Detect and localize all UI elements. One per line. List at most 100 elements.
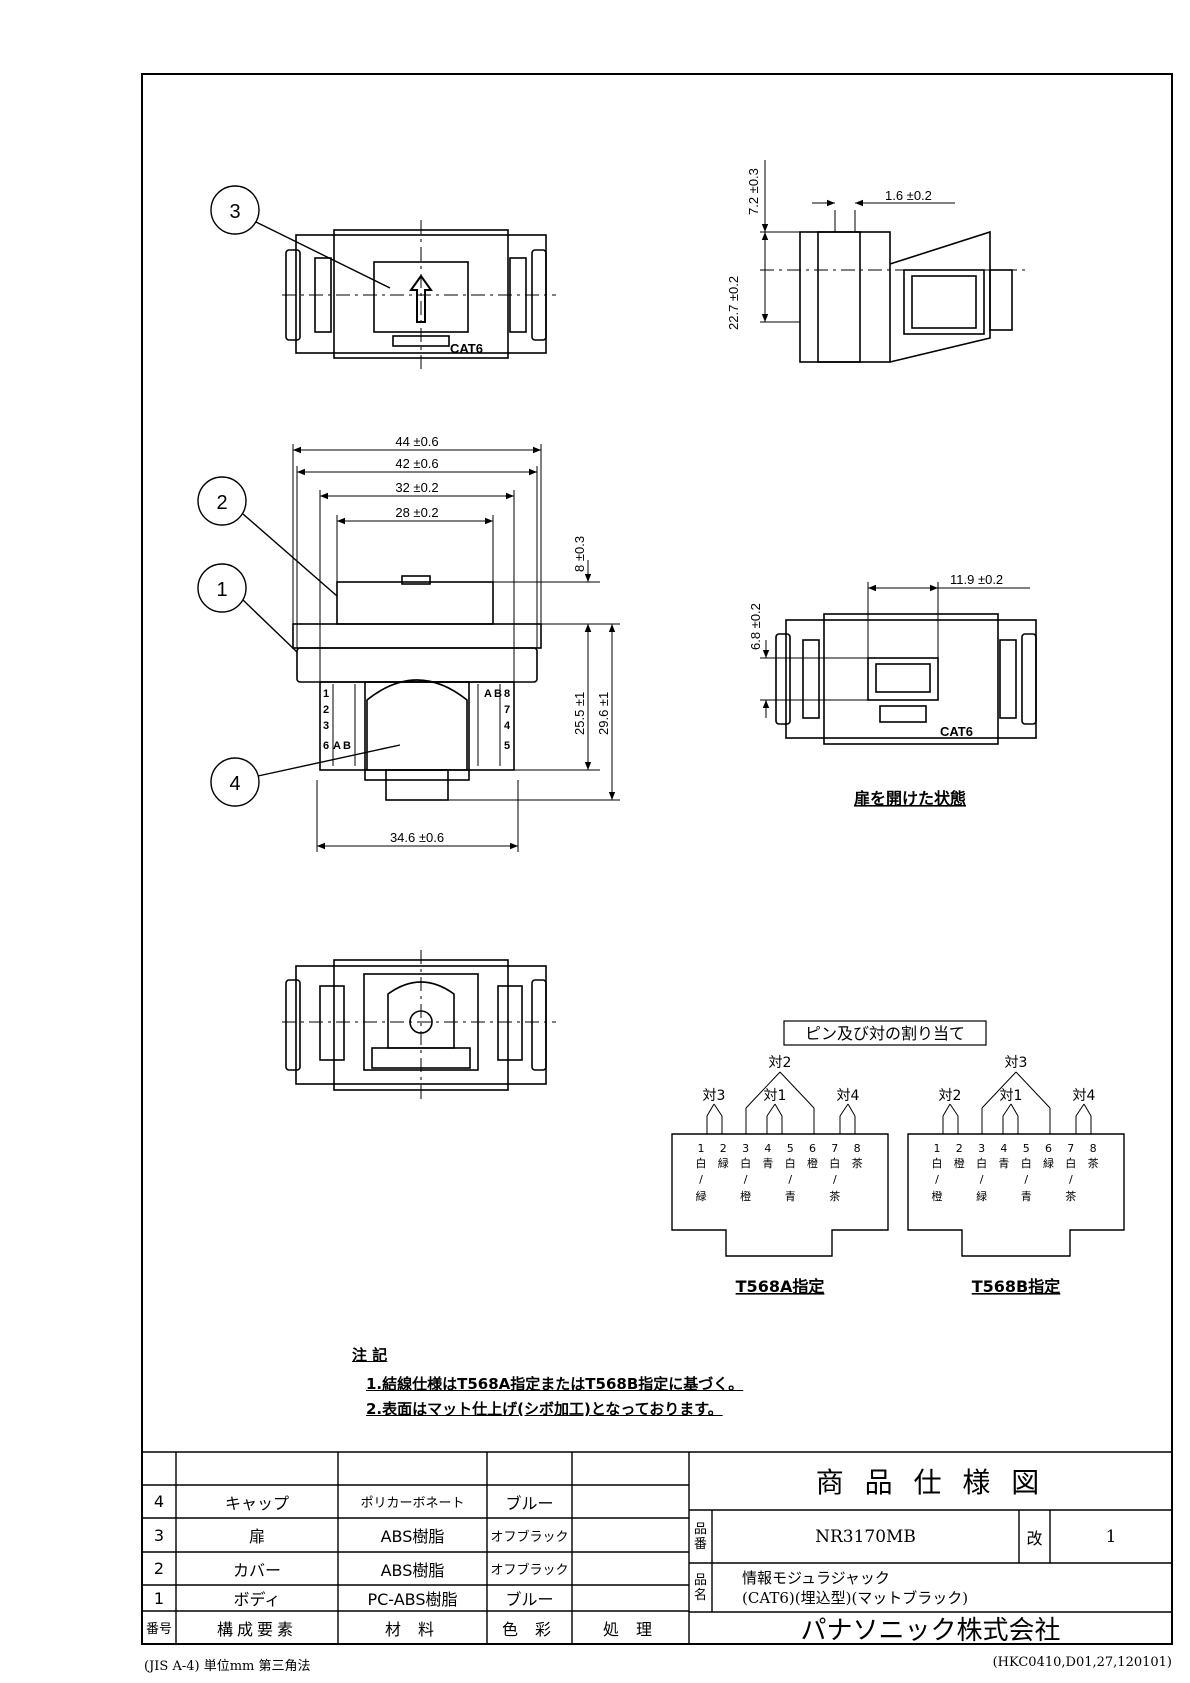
- company-name: パナソニック株式会社: [800, 1615, 1061, 1646]
- pin-number: 6: [1045, 1142, 1052, 1155]
- pin-assignment-diagram: [671, 1020, 1125, 1257]
- svg-text:6: 6: [323, 740, 329, 752]
- footer-right: (HKC0410,D01,27,120101): [992, 1655, 1172, 1670]
- bottom-view: [282, 950, 556, 1102]
- pin-stripe-color: 青: [785, 1190, 796, 1203]
- pin-number: 2: [720, 1142, 727, 1155]
- pin-color: 白: [829, 1156, 840, 1170]
- open-dimensions: [760, 582, 1030, 718]
- pin-number: 5: [787, 1142, 794, 1155]
- dim-28: 28 ±0.2: [395, 505, 438, 520]
- pin-number: 7: [1067, 1142, 1074, 1155]
- hinban-value: NR3170MB: [815, 1526, 916, 1547]
- row3-material: ABS樹脂: [380, 1527, 445, 1546]
- pin-stripe-slash: /: [935, 1173, 939, 1186]
- pin-stripe-slash: /: [744, 1173, 748, 1186]
- pin-number: 1: [698, 1142, 705, 1155]
- callout-3-label: 3: [229, 201, 240, 223]
- svg-text:対1: 対1: [1000, 1088, 1023, 1104]
- pin-stripe-slash: /: [980, 1173, 984, 1186]
- dim-29.6: 29.6 ±1: [596, 692, 611, 735]
- pin-color: 青: [998, 1157, 1009, 1170]
- row2-no: 2: [153, 1559, 165, 1578]
- pin-stripe-slash: /: [1069, 1173, 1073, 1186]
- dim-44: 44 ±0.6: [395, 434, 438, 449]
- row3-name: 扉: [248, 1527, 265, 1546]
- kai-label: 改: [1026, 1528, 1043, 1548]
- row4-name: キャップ: [224, 1493, 289, 1513]
- pin-color: 茶: [852, 1157, 863, 1170]
- callout-1-label: 1: [216, 579, 227, 601]
- t568b-pairs: 対3 対2 対1 対4: [939, 1055, 1096, 1104]
- pin-stripe-slash: /: [833, 1173, 837, 1186]
- pin-number: 4: [764, 1142, 771, 1155]
- pin-stripe-color: 橙: [932, 1189, 943, 1203]
- pin-color: 茶: [1088, 1157, 1099, 1170]
- row1-no: 1: [153, 1588, 165, 1608]
- svg-text:5: 5: [504, 740, 510, 752]
- t568a-caption: T568A指定: [736, 1277, 825, 1296]
- svg-text:A: A: [333, 740, 341, 752]
- pin-color: 白: [696, 1156, 707, 1170]
- dim-8: 8 ±0.3: [572, 536, 587, 572]
- svg-text:対1: 対1: [764, 1088, 787, 1104]
- svg-text:3: 3: [323, 720, 329, 732]
- callout-3: [210, 185, 391, 289]
- header-name: 構成要素: [216, 1619, 297, 1639]
- pin-number: 6: [809, 1142, 816, 1155]
- hinmei-line-1: 情報モジュラジャック: [742, 1569, 890, 1587]
- dim-11.9: 11.9 ±0.2: [950, 572, 1003, 587]
- dim-22.7: 22.7 ±0.2: [726, 276, 741, 330]
- notes-heading: 注 記: [352, 1346, 388, 1364]
- pin-stripe-color: 茶: [829, 1190, 840, 1203]
- row3-color: オフブラック: [490, 1529, 569, 1545]
- callout-2-label: 2: [216, 492, 227, 514]
- pin-color: 白: [1021, 1156, 1032, 1170]
- front-dimensions: [292, 444, 620, 852]
- pin-stripe-slash: /: [699, 1173, 703, 1186]
- pin-color: 橙: [807, 1156, 818, 1170]
- svg-text:対2: 対2: [769, 1055, 792, 1071]
- pin-number: 2: [956, 1142, 963, 1155]
- pin-color: 白: [976, 1156, 987, 1170]
- svg-text:対4: 対4: [837, 1088, 860, 1104]
- top-view: [282, 220, 556, 370]
- row2-name: カバー: [232, 1560, 281, 1580]
- row4-material: ポリカーボネート: [360, 1496, 465, 1511]
- title-block-lines: [142, 1451, 1172, 1644]
- side-view: [760, 210, 1030, 363]
- pin-stripe-color: 青: [1021, 1190, 1032, 1203]
- pin-number: 7: [831, 1142, 838, 1155]
- footer-left: (JIS A-4) 単位mm 第三角法: [144, 1659, 311, 1674]
- pin-stripe-slash: /: [788, 1173, 792, 1186]
- kai-value: 1: [1105, 1526, 1117, 1547]
- dim-42: 42 ±0.6: [395, 456, 438, 471]
- svg-text:対3: 対3: [1005, 1055, 1028, 1071]
- dim-6.8: 6.8 ±0.2: [748, 603, 763, 650]
- header-color: 色 彩: [501, 1619, 558, 1639]
- dim-1.6: 1.6 ±0.2: [885, 188, 932, 203]
- pin-number: 3: [742, 1142, 749, 1155]
- pin-number: 3: [978, 1142, 985, 1155]
- pin-color: 白: [1065, 1156, 1076, 1170]
- callout-4-label: 4: [229, 773, 240, 795]
- open-caption: 扉を開けた状態: [854, 789, 966, 808]
- header-finish: 処 理: [602, 1619, 659, 1639]
- row2-material: ABS樹脂: [380, 1560, 445, 1580]
- t568a-pairs: 対2 対3 対1 対4: [703, 1055, 860, 1104]
- svg-text:対4: 対4: [1073, 1088, 1096, 1104]
- drawing-border: [141, 73, 1173, 1645]
- pin-number: 5: [1023, 1142, 1030, 1155]
- note-line-2: 2.表面はマット仕上げ(シボ加工)となっております。: [366, 1400, 723, 1418]
- dim-7.2: 7.2 ±0.3: [746, 168, 761, 215]
- cat6-mark-open: CAT6: [940, 724, 973, 739]
- pin-color: 緑: [718, 1156, 729, 1170]
- svg-text:7: 7: [504, 704, 510, 716]
- pin-stripe-color: 茶: [1065, 1190, 1076, 1203]
- pin-stripe-slash: /: [1024, 1173, 1028, 1186]
- cat6-mark: CAT6: [450, 341, 483, 356]
- open-view: [775, 613, 1037, 745]
- pin-assignment-title: ピン及び対の割り当て: [805, 1024, 965, 1043]
- svg-text:対3: 対3: [703, 1088, 726, 1104]
